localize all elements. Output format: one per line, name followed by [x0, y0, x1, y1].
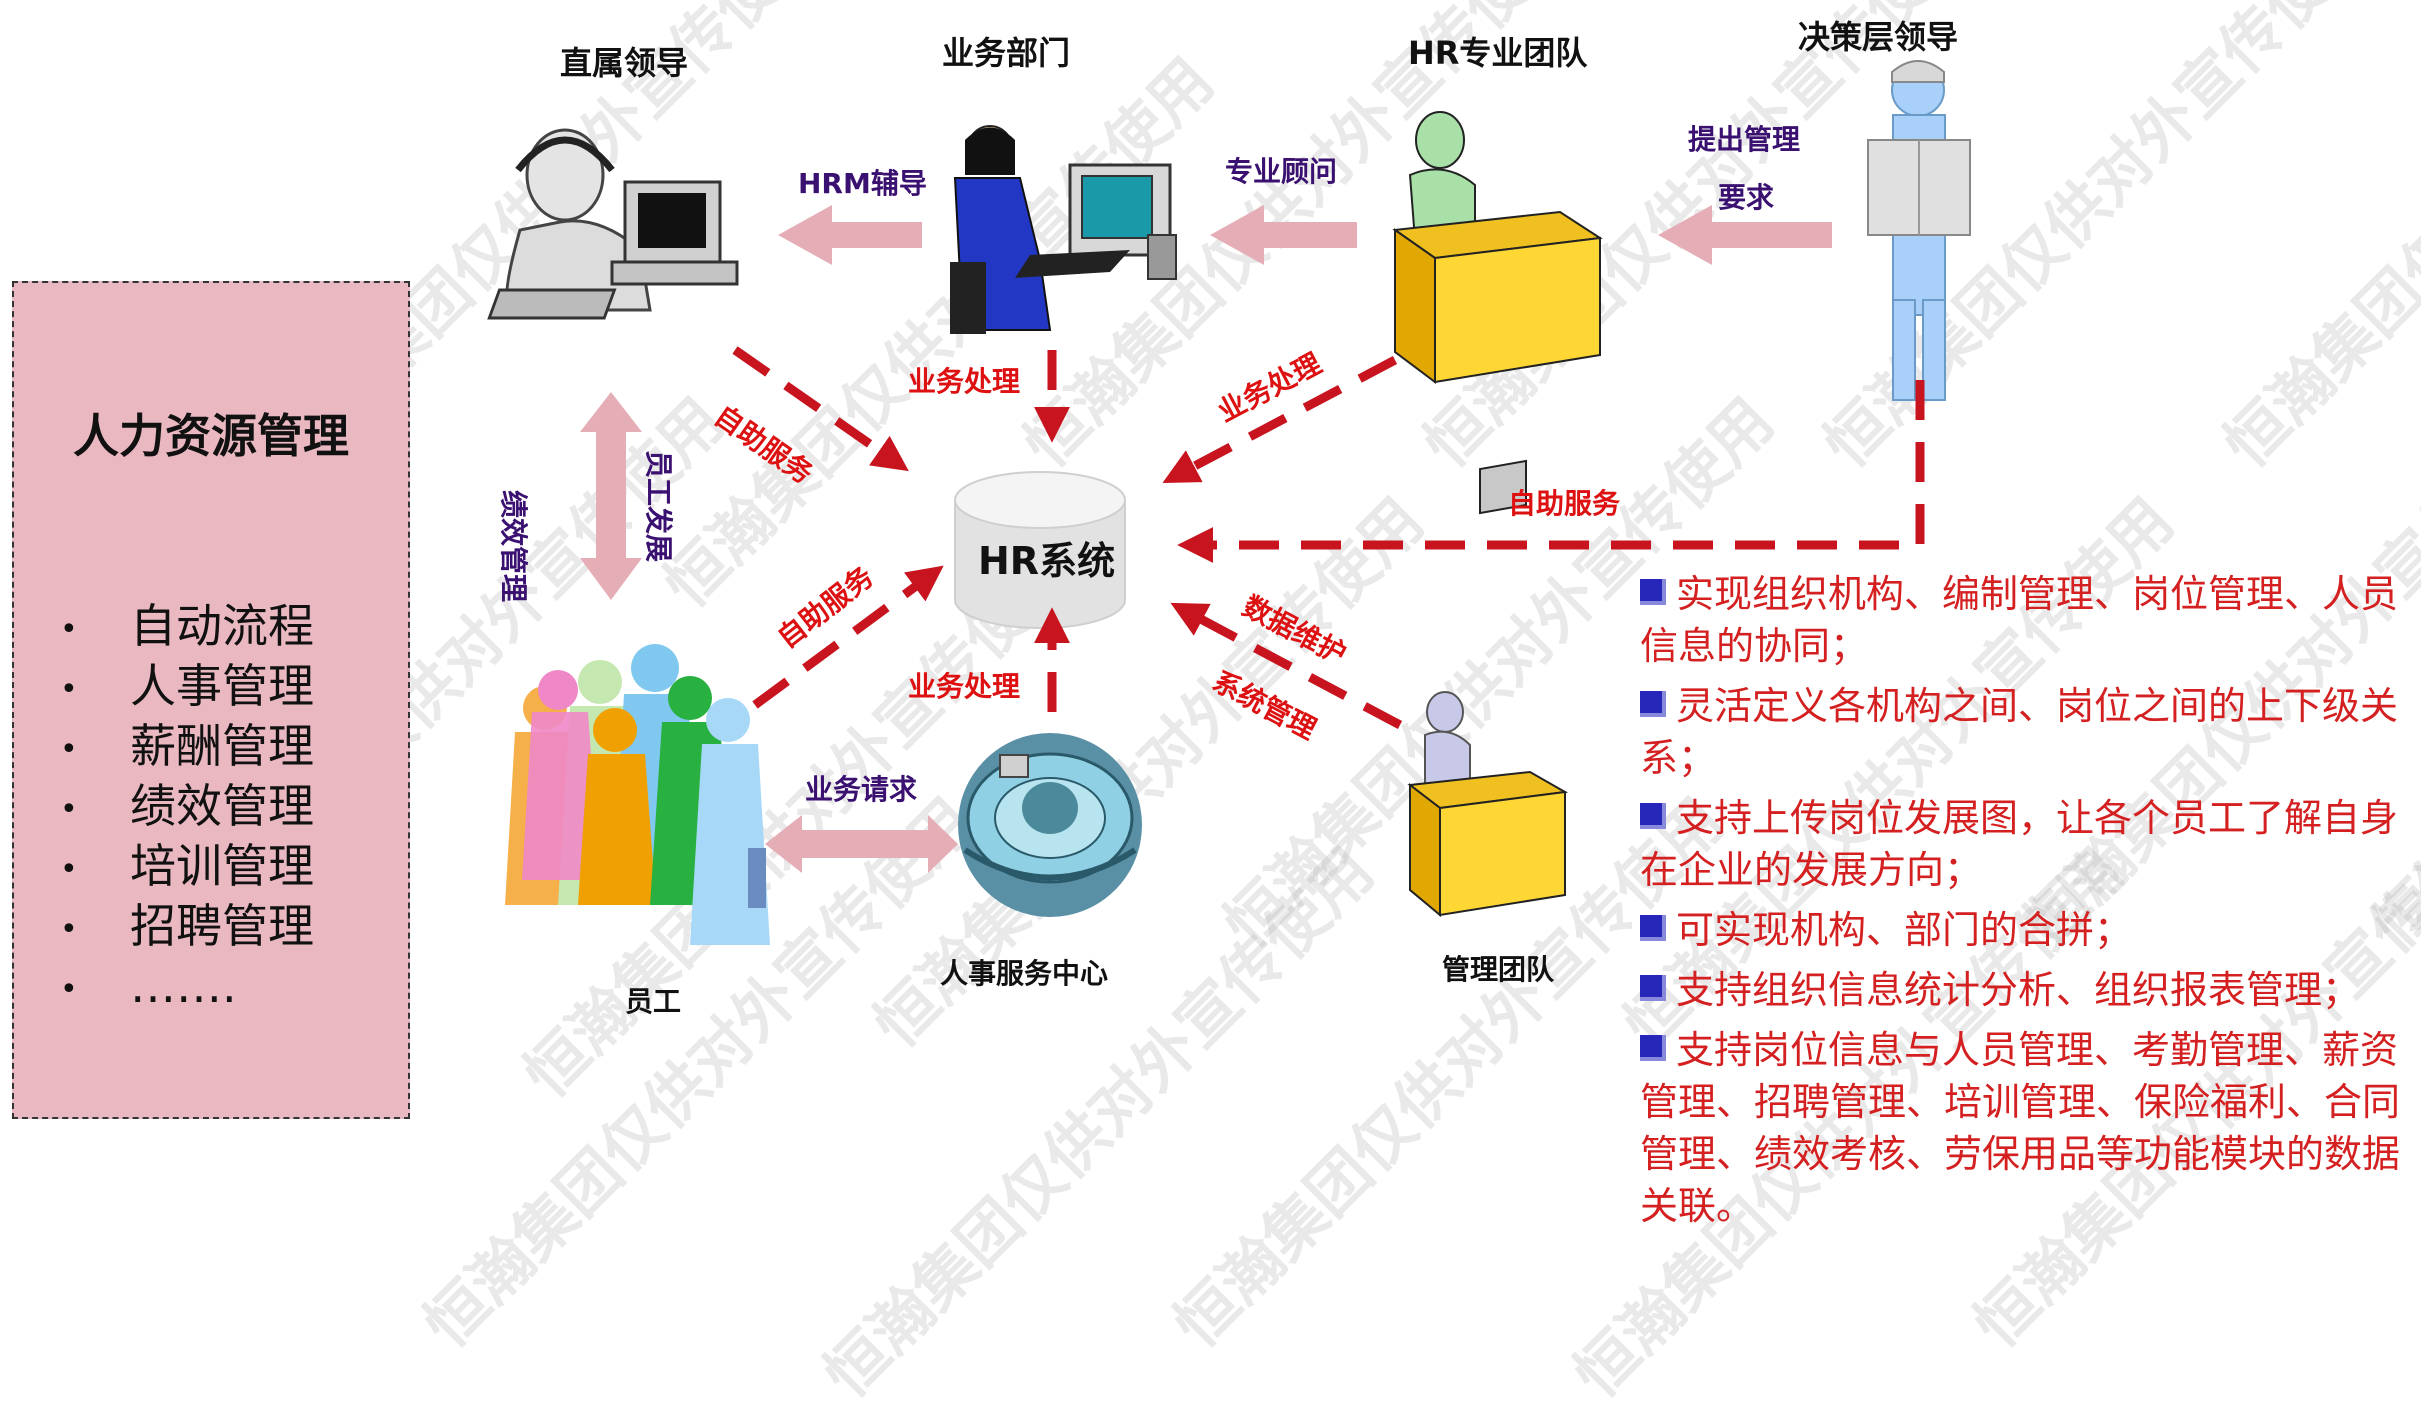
hr-system-label: HR系统 [978, 539, 1116, 583]
list-item: •自动流程 [60, 599, 314, 653]
bullet-square-icon [1640, 579, 1666, 605]
list-item: 支持上传岗位发展图，让各个员工了解自身在企业的发展方向； [1640, 796, 2399, 892]
bullet-square-icon [1640, 691, 1666, 717]
arrow-hrteam-processing [1162, 356, 1398, 484]
list-item: •人事管理 [60, 659, 314, 713]
arrow-business-request [765, 815, 958, 873]
business-dept-figure [950, 125, 1177, 334]
hr-management-box [12, 281, 410, 1119]
direct-leader-figure [487, 128, 739, 320]
label-performance-mgmt: 绩效管理 [497, 490, 530, 603]
label-self-service-decision: 自助服务 [1508, 487, 1621, 520]
label-employee-development: 员工发展 [642, 450, 675, 563]
bullet-square-icon [1640, 915, 1666, 941]
list-item: •……. [60, 959, 237, 1013]
hr-box-list: •自动流程 •人事管理 •薪酬管理 •绩效管理 •培训管理 •招聘管理 •……. [60, 598, 314, 1018]
arrow-management-maintenance [1170, 602, 1403, 729]
service-center-figure [958, 733, 1142, 917]
list-item: 实现组织机构、编制管理、岗位管理、人员信息的协同； [1640, 572, 2399, 668]
label-propose-line2: 要求 [1718, 181, 1775, 214]
label-business-request: 业务请求 [805, 773, 918, 806]
role-direct-leader: 直属领导 [560, 44, 689, 82]
employees-figure [505, 644, 770, 945]
label-business-processing-top: 业务处理 [908, 365, 1021, 398]
label-hrm-guidance: HRM辅导 [798, 167, 927, 200]
employees-label: 员工 [625, 985, 682, 1018]
list-item: •培训管理 [60, 839, 314, 893]
bullet-square-icon [1640, 803, 1666, 829]
decision-leader-figure [1867, 60, 1971, 401]
bullet-square-icon [1640, 1035, 1666, 1061]
arrow-decision-selfservice [1177, 380, 1925, 563]
role-business-dept: 业务部门 [942, 34, 1071, 72]
diagram-graphics [487, 60, 1971, 945]
role-hr-team: HR专业团队 [1408, 34, 1588, 72]
bullet-square-icon [1640, 975, 1666, 1001]
label-propose-line1: 提出管理 [1688, 123, 1801, 156]
arrow-hrm-guidance [778, 205, 922, 265]
arrow-leader-employees [580, 392, 642, 600]
hr-box-title: 人力资源管理 [73, 409, 349, 463]
list-item: 可实现机构、部门的合拼； [1640, 904, 2415, 956]
hr-database-cylinder [954, 471, 1126, 629]
arrow-employees-selfservice [752, 565, 944, 709]
management-team-figure [1407, 459, 1569, 918]
arrow-leader-selfservice [732, 346, 909, 472]
label-consultant: 专业顾问 [1225, 155, 1338, 188]
feature-list: 实现组织机构、编制管理、岗位管理、人员信息的协同； 灵活定义各机构之间、岗位之间… [1640, 568, 2415, 1240]
list-item: •薪酬管理 [60, 719, 314, 773]
service-center-label: 人事服务中心 [940, 957, 1109, 990]
list-item: •绩效管理 [60, 779, 314, 833]
label-business-processing-center: 业务处理 [908, 670, 1021, 703]
list-item: 支持组织信息统计分析、组织报表管理； [1640, 964, 2415, 1016]
list-item: •招聘管理 [60, 899, 314, 953]
arrow-propose [1658, 205, 1832, 265]
hr-team-figure [1392, 111, 1603, 384]
arrow-consultant [1210, 205, 1357, 265]
list-item: 支持岗位信息与人员管理、考勤管理、薪资管理、招聘管理、培训管理、保险福利、合同管… [1640, 1028, 2401, 1228]
list-item: 灵活定义各机构之间、岗位之间的上下级关系； [1640, 684, 2399, 780]
management-team-label: 管理团队 [1442, 953, 1555, 986]
role-decision-leader: 决策层领导 [1798, 18, 1959, 56]
